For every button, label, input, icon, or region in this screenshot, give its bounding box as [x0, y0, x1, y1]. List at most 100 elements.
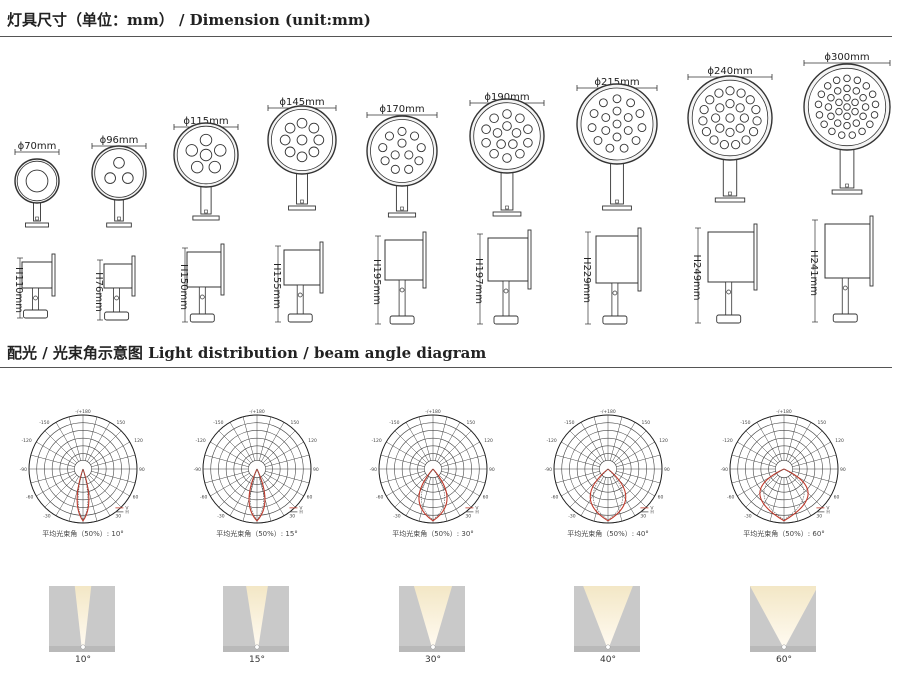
- led: [871, 100, 880, 109]
- led: [489, 113, 499, 123]
- led: [122, 172, 134, 184]
- side-view-8: H249mm: [691, 223, 758, 324]
- dimension-divider: [0, 36, 892, 37]
- led: [828, 127, 836, 136]
- beam-source: [781, 644, 787, 650]
- polar-outer: [729, 414, 839, 524]
- fixture-4: ϕ145mm: [267, 97, 337, 211]
- polar-angle-label: -/+180: [776, 409, 792, 415]
- led: [719, 140, 729, 150]
- led: [861, 103, 870, 111]
- beam-illustration-2: [223, 586, 289, 652]
- polar-angle-label: 60: [133, 495, 139, 501]
- led: [851, 107, 859, 116]
- side-view-4: H155mm: [271, 241, 324, 323]
- led: [815, 111, 824, 119]
- led: [384, 131, 394, 141]
- led: [598, 98, 608, 108]
- side-base: [389, 315, 415, 325]
- polar-angle-label: 30: [465, 514, 471, 520]
- led: [859, 93, 867, 102]
- polar-outer: [553, 414, 663, 524]
- led: [612, 119, 622, 129]
- polar-angle-label: -60: [551, 495, 558, 501]
- led: [502, 153, 512, 163]
- led: [820, 120, 828, 128]
- led: [823, 82, 832, 90]
- polar-beam-v: [589, 468, 627, 522]
- polar-angle-label: -120: [195, 438, 205, 444]
- height-label: H155mm: [271, 263, 282, 309]
- legend-v-label: V: [299, 505, 303, 511]
- led: [587, 123, 597, 132]
- led: [404, 164, 414, 174]
- led: [736, 88, 746, 98]
- front-screw: [615, 199, 619, 204]
- led: [502, 109, 512, 119]
- polar-angle-label: -150: [740, 420, 750, 426]
- height-label: H76mm: [93, 272, 104, 312]
- polar-angle-label: 120: [835, 438, 844, 444]
- front-base: [714, 197, 746, 203]
- led: [199, 148, 213, 162]
- fixture-7: ϕ215mm: [576, 77, 658, 211]
- beam-illustration-4: [574, 586, 640, 652]
- fixture-2: ϕ96mm: [91, 135, 147, 228]
- led: [208, 160, 222, 174]
- led: [714, 88, 724, 98]
- polar-angle-label: -30: [568, 514, 575, 520]
- led: [410, 131, 420, 141]
- legend-h-label: H: [299, 509, 302, 515]
- led: [751, 104, 761, 115]
- led: [833, 119, 842, 127]
- diameter-label: ϕ170mm: [379, 104, 424, 115]
- polar-angle-label: -90: [20, 467, 27, 473]
- beam-cone: [750, 586, 816, 646]
- polar-angle-label: 150: [641, 420, 650, 426]
- beam-illustration-1: [49, 586, 115, 652]
- beam-cone: [583, 586, 633, 646]
- legend-h-label: H: [475, 509, 478, 515]
- polar-angle-label: -120: [722, 438, 732, 444]
- polar-angle-label: -90: [370, 467, 377, 473]
- led: [496, 139, 506, 149]
- fixture-8: ϕ240mm: [687, 66, 773, 203]
- side-body: [384, 239, 424, 281]
- led: [397, 138, 407, 148]
- beam-cone: [413, 586, 453, 646]
- fixture-3: ϕ115mm: [173, 116, 239, 221]
- led: [848, 131, 857, 139]
- side-view-1: H110mm: [13, 253, 56, 319]
- diameter-label: ϕ240mm: [707, 66, 752, 77]
- beam-illustration-5: [750, 586, 816, 652]
- led: [612, 132, 622, 142]
- side-view-6: H197mm: [473, 229, 532, 325]
- polar-beam-v: [76, 468, 90, 522]
- led: [705, 95, 715, 105]
- polar-angle-label: 150: [817, 420, 826, 426]
- side-pivot: [612, 290, 618, 296]
- led: [711, 113, 721, 123]
- led: [851, 98, 859, 107]
- diameter-label: ϕ145mm: [279, 97, 324, 108]
- side-base: [287, 313, 313, 323]
- led: [481, 124, 491, 134]
- height-label: H110mm: [13, 267, 24, 313]
- polar-angle-label: 30: [289, 514, 295, 520]
- polar-angle-label: -30: [393, 514, 400, 520]
- side-lens: [869, 215, 874, 287]
- polar-angle-label: -120: [546, 438, 556, 444]
- led: [390, 164, 400, 174]
- led: [296, 151, 308, 163]
- led: [296, 117, 308, 129]
- led: [284, 122, 296, 134]
- led: [214, 144, 227, 157]
- front-base: [602, 205, 632, 211]
- led: [835, 98, 843, 107]
- led: [745, 95, 755, 105]
- led: [631, 136, 641, 145]
- side-lens: [51, 253, 56, 297]
- led: [827, 112, 835, 121]
- led: [748, 127, 759, 137]
